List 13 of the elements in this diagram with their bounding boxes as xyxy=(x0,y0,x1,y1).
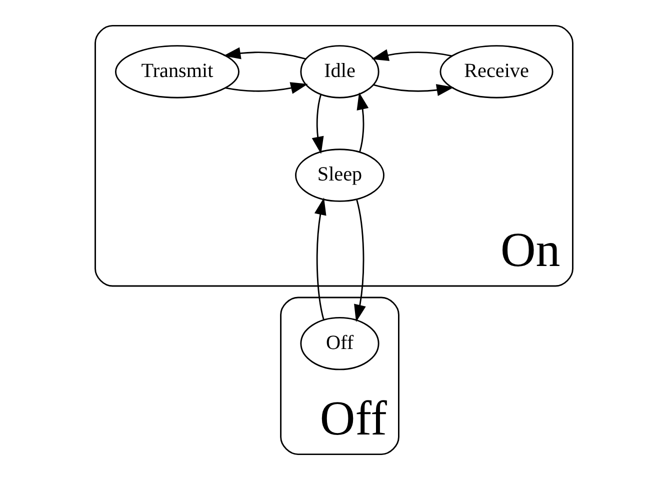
arrow xyxy=(354,200,366,322)
node-ellipse: Off xyxy=(300,316,380,370)
node-ellipse: Idle xyxy=(300,45,380,98)
arrow xyxy=(373,84,454,96)
node-ellipse: Sleep xyxy=(295,148,384,202)
arrow xyxy=(314,198,326,320)
node-ellipse: Transmit xyxy=(114,45,240,98)
arrow xyxy=(223,47,306,60)
arrow xyxy=(356,92,369,152)
arrow xyxy=(225,82,308,94)
node-ellipse: Receive xyxy=(440,45,554,98)
arrow xyxy=(312,94,324,154)
arrow xyxy=(371,49,452,62)
